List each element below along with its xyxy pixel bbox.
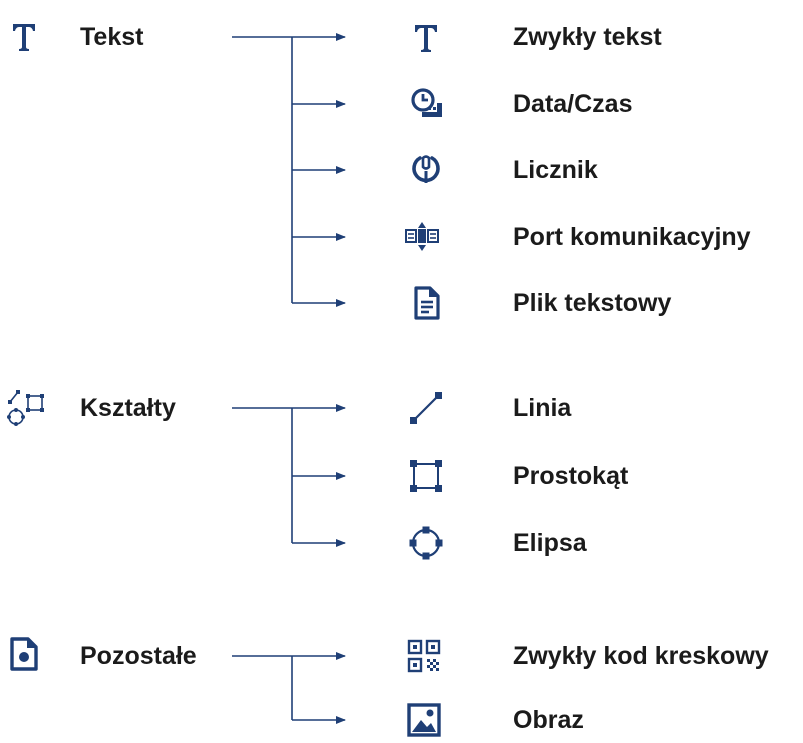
item-label-zwykly-tekst: Zwykły tekst [513, 23, 662, 51]
text-t-icon [408, 19, 444, 55]
item-label-port-komunikacyjny: Port komunikacyjny [513, 223, 751, 251]
group-label-pozostale: Pozostałe [80, 642, 197, 670]
line-icon [408, 390, 444, 426]
text-t-icon [6, 18, 42, 54]
item-label-obraz: Obraz [513, 706, 584, 734]
connector-ksztalty [232, 404, 346, 547]
communication-port-icon [404, 219, 440, 255]
shapes-icon [6, 388, 44, 426]
clock-calendar-icon [408, 86, 444, 122]
item-label-plik-tekstowy: Plik tekstowy [513, 289, 672, 317]
counter-icon [408, 152, 444, 188]
image-icon [406, 702, 442, 738]
text-file-icon [408, 285, 444, 321]
item-label-data-czas: Data/Czas [513, 90, 633, 118]
item-label-zwykly-kod-kreskowy: Zwykły kod kreskowy [513, 642, 769, 670]
qr-code-icon [406, 638, 442, 674]
item-label-elipsa: Elipsa [513, 529, 587, 557]
item-label-prostokat: Prostokąt [513, 462, 629, 490]
connector-tekst [232, 33, 346, 307]
group-label-tekst: Tekst [80, 23, 144, 51]
other-file-icon [6, 636, 42, 672]
item-label-linia: Linia [513, 394, 572, 422]
item-label-licznik: Licznik [513, 156, 598, 184]
connector-pozostale [232, 652, 346, 724]
ellipse-icon [408, 525, 444, 561]
rectangle-icon [408, 458, 444, 494]
group-label-ksztalty: Kształty [80, 394, 176, 422]
